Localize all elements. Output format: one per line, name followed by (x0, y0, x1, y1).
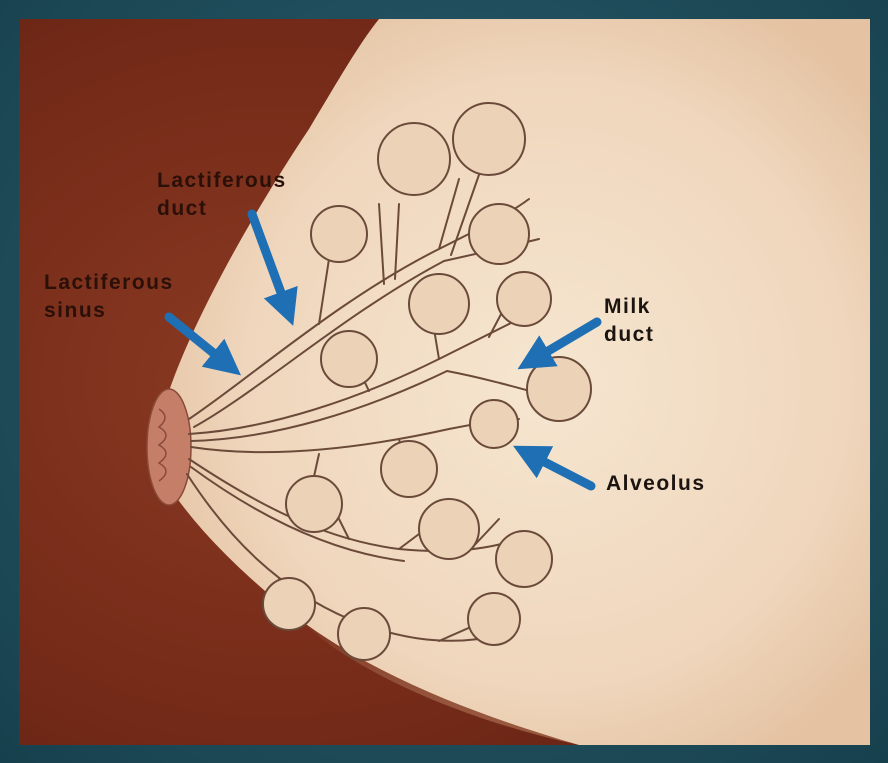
arrow-milk-duct (517, 317, 602, 370)
label-lactiferous-sinus-line1: Lactiferous (44, 271, 174, 294)
alveoli (262, 102, 592, 661)
arrow-alveolus (513, 445, 596, 491)
label-milk-duct-line2: duct (604, 323, 655, 346)
nipple (146, 388, 192, 506)
arrow-lactiferous-sinus (164, 312, 241, 376)
breast-shape (152, 19, 870, 745)
label-lactiferous-duct-line1: Lactiferous (157, 169, 287, 192)
label-milk-duct: Milk duct (604, 293, 654, 349)
label-milk-duct-line1: Milk (604, 295, 651, 318)
arrow-lactiferous-duct (247, 209, 298, 326)
label-lactiferous-sinus: Lactiferous sinus (44, 269, 174, 325)
label-alveolus: Alveolus (606, 470, 706, 498)
label-lactiferous-duct: Lactiferous duct (157, 167, 287, 223)
arrow-icon (164, 209, 602, 491)
breast-anatomy-photo (19, 19, 870, 745)
breast-anatomy-illustration (19, 19, 870, 745)
label-lactiferous-duct-line2: duct (157, 197, 208, 220)
label-lactiferous-sinus-line2: sinus (44, 299, 107, 322)
label-alveolus-text: Alveolus (606, 472, 706, 495)
